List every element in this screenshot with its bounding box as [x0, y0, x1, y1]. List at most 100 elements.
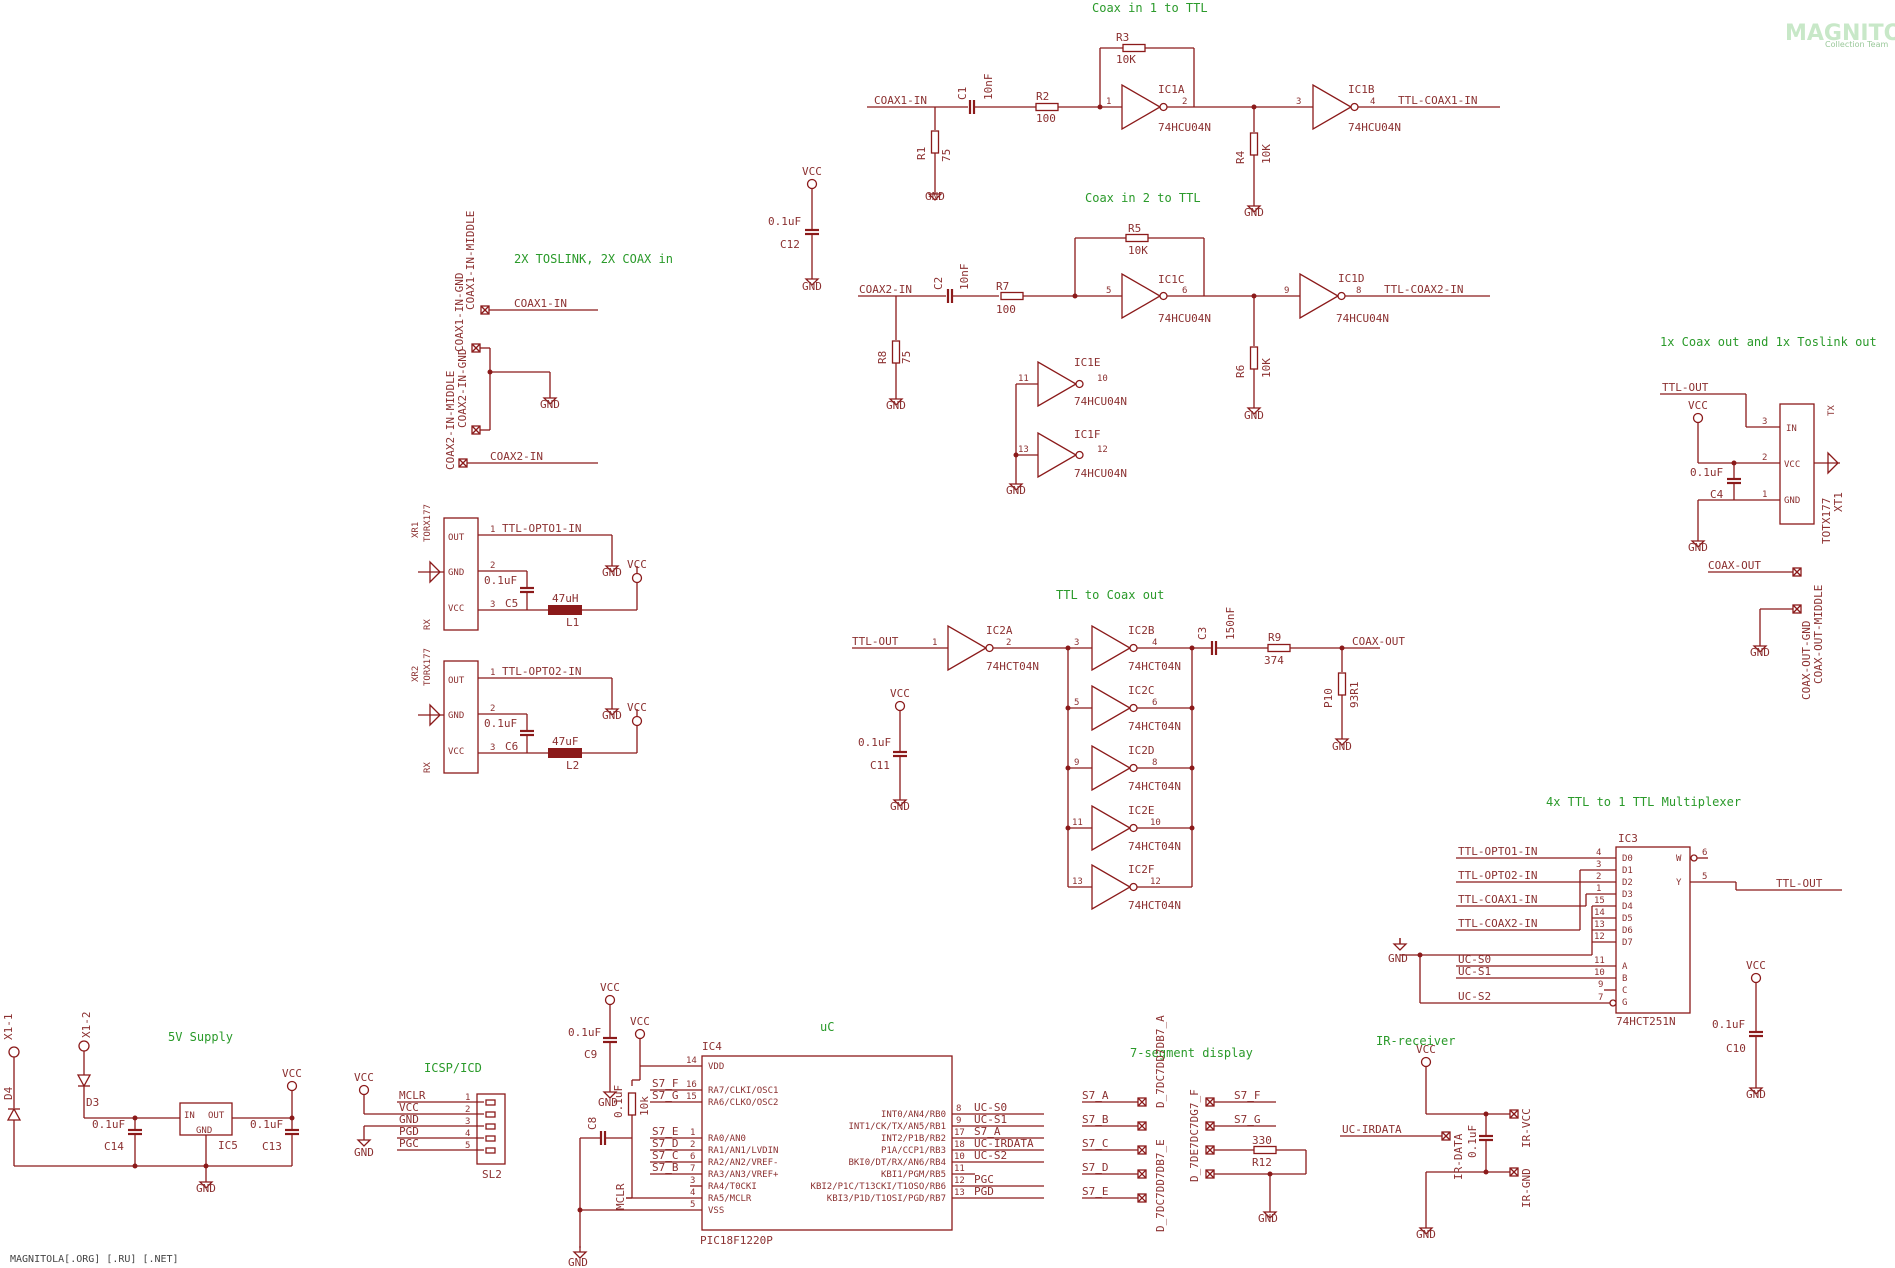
- vcc-ir: VCC: [1416, 1043, 1436, 1056]
- uc-net-pgd: PGD: [974, 1185, 994, 1198]
- r1-label: R1: [915, 147, 928, 160]
- ic1f-label: IC1F: [1074, 428, 1101, 441]
- vcc-icsp: VCC: [354, 1071, 374, 1084]
- uc-net-pgc: PGC: [974, 1173, 994, 1186]
- footer-text: MAGNITOLA[.ORG] [.RU] [.NET]: [10, 1254, 179, 1265]
- icsp-mclr: MCLR: [399, 1089, 426, 1102]
- xt1-pin-vcc: VCC: [1784, 460, 1800, 470]
- ic1b-value: 74HCU04N: [1348, 121, 1401, 134]
- svg-text:5: 5: [1106, 286, 1111, 296]
- svg-text:3: 3: [690, 1176, 695, 1186]
- c6-value: 0.1uF: [484, 717, 517, 730]
- x12-label: X1-2: [80, 1012, 93, 1039]
- c1-label: C1: [956, 87, 969, 100]
- net-coax2-in-b: COAX2-IN: [490, 450, 543, 463]
- gnd-ir: GND: [1416, 1228, 1436, 1241]
- r12-label: R12: [1252, 1156, 1272, 1169]
- svg-text:1: 1: [490, 525, 495, 535]
- net-ttl-opto2-a: TTL-OPTO2-IN: [502, 665, 581, 678]
- ir-title: IR-receiver: [1376, 1034, 1455, 1048]
- seg-title: 7-segment display: [1130, 1046, 1253, 1060]
- r8-value: 75: [900, 351, 913, 364]
- xr2-rx: RX: [423, 762, 433, 773]
- r5-value: 10K: [1128, 244, 1148, 257]
- svg-text:2: 2: [1006, 638, 1011, 648]
- mux-block: 4x TTL to 1 TTL Multiplexer IC3 74HCT251…: [1388, 795, 1842, 1028]
- gnd-label-r4: GND: [1244, 206, 1264, 219]
- ic2f-label: IC2F: [1128, 863, 1155, 876]
- svg-text:9: 9: [1284, 286, 1289, 296]
- supply-title: 5V Supply: [168, 1030, 233, 1044]
- mux-y: Y: [1676, 878, 1682, 888]
- ir-block: IR-receiver VCC UC-IRDATA GND IR-DATA IR…: [1340, 1034, 1533, 1241]
- gnd-c11: GND: [890, 800, 910, 813]
- ttl2coax-block: TTL to Coax out TTL-OUT 1 2 IC2A 74HCT04…: [852, 588, 1405, 912]
- svg-text:10: 10: [1097, 374, 1108, 384]
- ic2c-label: IC2C: [1128, 684, 1155, 697]
- pic-ra0: RA0/AN0: [708, 1134, 746, 1144]
- svg-text:12: 12: [1097, 445, 1108, 455]
- uc-net-s7c: S7_C: [652, 1149, 679, 1162]
- svg-text:5: 5: [465, 1141, 470, 1151]
- ic3-value: 74HCT251N: [1616, 1015, 1676, 1028]
- net-uc-irdata-ir: UC-IRDATA: [1342, 1123, 1402, 1136]
- svg-text:4: 4: [1596, 848, 1601, 858]
- icsp-gnd: GND: [399, 1113, 419, 1126]
- net-ttl-opto2-b: TTL-OPTO2-IN: [1458, 869, 1537, 882]
- seg-vert1: D_7DC7DD7DB7_A: [1154, 1015, 1167, 1108]
- coax1-mid-label: COAX1-IN-MIDDLE: [464, 211, 477, 310]
- logo-text: MAGNITOLA: [1785, 21, 1895, 46]
- svg-text:2: 2: [490, 704, 495, 714]
- r3-value: 10K: [1116, 53, 1136, 66]
- ic2a-value: 74HCT04N: [986, 660, 1039, 673]
- svg-text:2: 2: [1182, 97, 1187, 107]
- r9-value: 374: [1264, 654, 1284, 667]
- pic-ra1: RA1/AN1/LVDIN: [708, 1146, 778, 1156]
- ir-data-label: IR-DATA: [1452, 1133, 1465, 1180]
- svg-text:11: 11: [954, 1164, 965, 1174]
- svg-text:1: 1: [1596, 884, 1601, 894]
- r4-label: R4: [1234, 150, 1247, 164]
- ic4-value: PIC18F1220P: [700, 1234, 773, 1247]
- r2-label: R2: [1036, 90, 1049, 103]
- c11-value: 0.1uF: [858, 736, 891, 749]
- svg-text:14: 14: [1594, 908, 1605, 918]
- r9-label: R9: [1268, 631, 1281, 644]
- r1-value: 75: [940, 149, 953, 162]
- seg-vert3: D_7DC7DD7DB7_E: [1154, 1139, 1167, 1232]
- ic1a-value: 74HCU04N: [1158, 121, 1211, 134]
- svg-text:3: 3: [1762, 417, 1767, 427]
- net-ttl-out-c: TTL-OUT: [1776, 877, 1823, 890]
- svg-text:15: 15: [686, 1092, 697, 1102]
- output-block: 1x Coax out and 1x Toslink out TTL-OUT 3…: [1660, 335, 1877, 700]
- l2-label: L2: [566, 759, 579, 772]
- c4-label: C4: [1710, 488, 1724, 501]
- uc-net-s1: UC-S1: [974, 1113, 1007, 1126]
- c10-label: C10: [1726, 1042, 1746, 1055]
- net-ttl-coax1-out: TTL-COAX1-IN: [1398, 94, 1477, 107]
- svg-text:10: 10: [954, 1152, 965, 1162]
- xr2-pin-gnd: GND: [448, 711, 464, 721]
- ic2e-value: 74HCT04N: [1128, 840, 1181, 853]
- gnd-seg: GND: [1258, 1212, 1278, 1225]
- c10-value: 0.1uF: [1712, 1018, 1745, 1031]
- svg-text:3: 3: [1074, 638, 1079, 648]
- x11-label: X1-1: [2, 1014, 15, 1041]
- svg-text:5: 5: [1074, 698, 1079, 708]
- svg-text:8: 8: [1356, 286, 1361, 296]
- svg-text:8: 8: [956, 1104, 961, 1114]
- vcc-xr1: VCC: [627, 558, 647, 571]
- l1-label: L1: [566, 616, 579, 629]
- seg-b: S7_B: [1082, 1113, 1109, 1126]
- c1-value: 10nF: [982, 74, 995, 101]
- svg-text:4: 4: [690, 1188, 695, 1198]
- reg-in: IN: [184, 1111, 195, 1121]
- gnd-supply: GND: [196, 1182, 216, 1195]
- pic-rb1: INT1/CK/TX/AN5/RB1: [848, 1122, 946, 1132]
- xr2-value: TORX177: [423, 648, 433, 686]
- uc-net-s7d: S7_D: [652, 1137, 679, 1150]
- svg-text:2: 2: [465, 1105, 470, 1115]
- gnd-r10: GND: [1332, 740, 1352, 753]
- l1-value: 47uH: [552, 592, 579, 605]
- gnd-coax-in: GND: [540, 398, 560, 411]
